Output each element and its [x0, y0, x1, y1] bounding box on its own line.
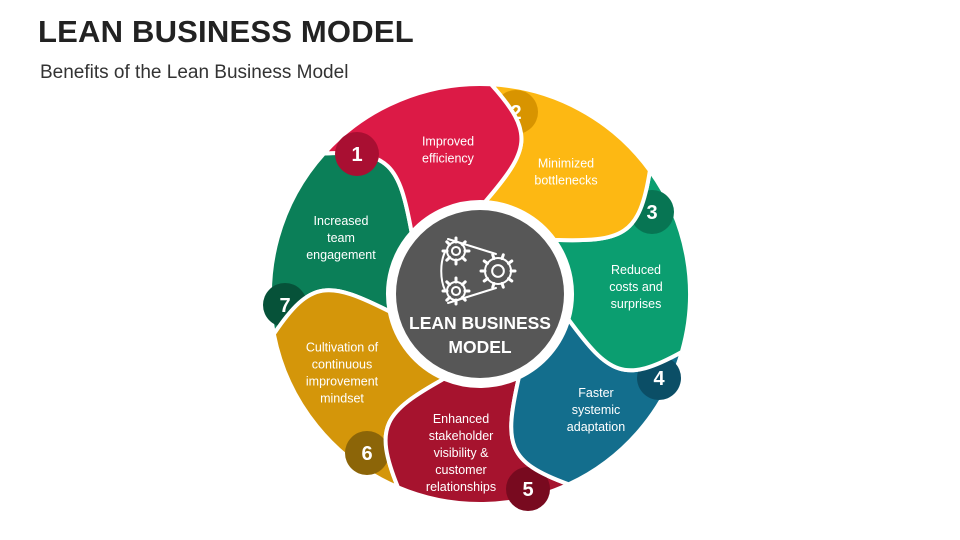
segment-6-number: 6	[361, 443, 372, 465]
segment-1-number: 1	[351, 144, 362, 166]
page-subtitle: Benefits of the Lean Business Model	[40, 62, 349, 83]
segment-7-number: 7	[279, 295, 290, 317]
segment-2-number: 2	[510, 102, 521, 124]
segment-5-badge	[506, 467, 550, 511]
segment-4-number: 4	[653, 368, 665, 390]
segment-6-badge	[345, 431, 389, 475]
gears-belt-icon	[440, 236, 517, 306]
segment-3-number: 3	[646, 202, 657, 224]
page-title: LEAN BUSINESS MODEL	[38, 14, 414, 49]
segment-5-number: 5	[522, 479, 533, 501]
segment-1-badge	[335, 132, 379, 176]
